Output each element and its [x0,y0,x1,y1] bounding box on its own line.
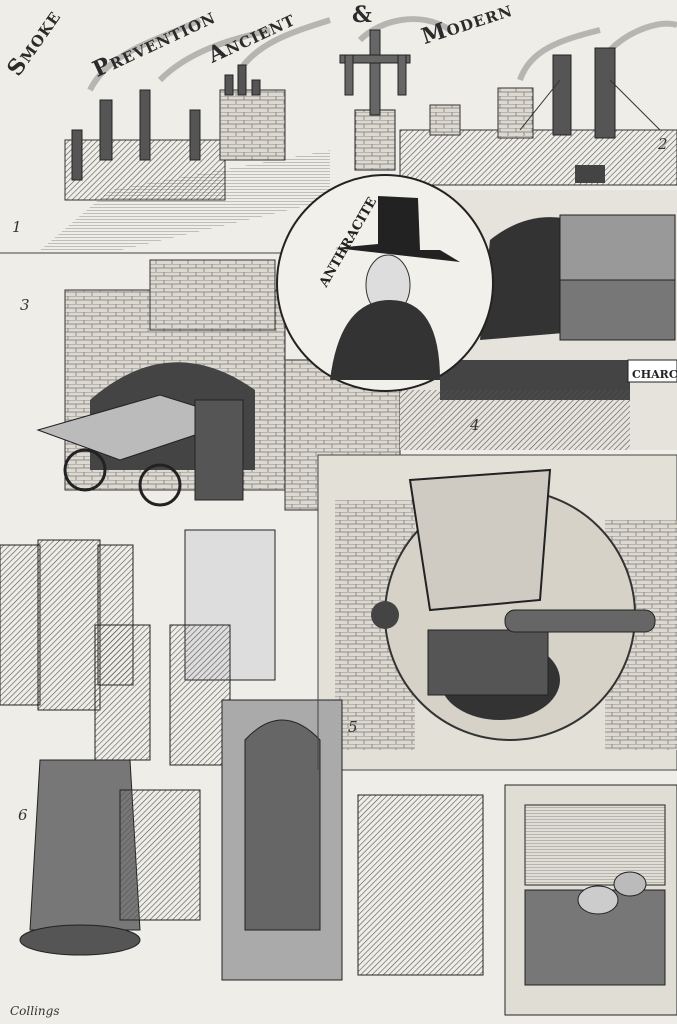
figure-number-4: 4 [470,416,480,434]
panel-6-stoves [0,529,677,1016]
figure-number-3: 3 [20,296,30,314]
panel-2-building [399,47,677,186]
chimney-cowl [339,29,411,171]
panel-1-chimneys [40,64,330,250]
figure-number-2: 2 [658,135,668,153]
smoke-plumes [87,16,677,92]
figure-number-6: 6 [18,806,28,824]
anthracite-portrait-medallion [276,174,494,392]
artist-signature: Collings [10,1004,60,1018]
title-ampersand: & [352,2,373,28]
shop-sign: CHARC [632,368,677,381]
figure-number-1: 1 [12,218,22,236]
figure-number-5: 5 [348,718,358,736]
panel-5-furnace-hopper [317,454,677,771]
